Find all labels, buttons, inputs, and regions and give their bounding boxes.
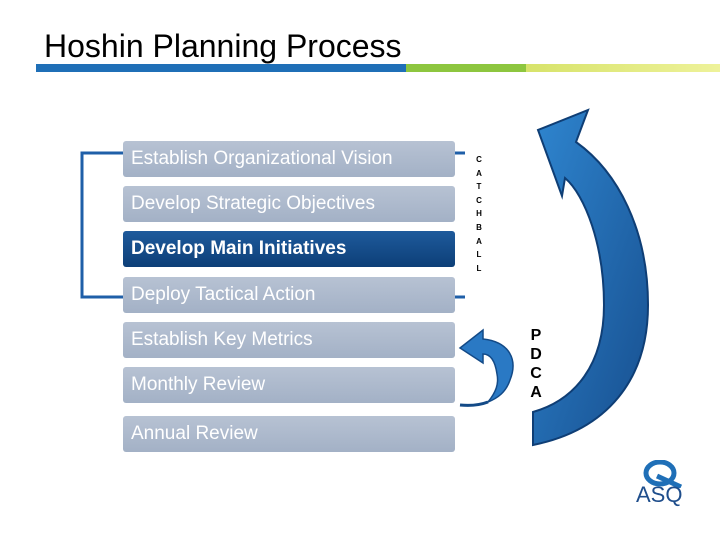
- step-establish-vision: Establish Organizational Vision: [123, 141, 455, 177]
- slide-title: Hoshin Planning Process: [44, 28, 402, 64]
- small-loop-arrow-icon: [458, 328, 514, 404]
- pdca-label: P D C A: [530, 327, 542, 401]
- asq-logo-icon: [643, 460, 683, 488]
- title-underline-green: [406, 64, 526, 72]
- title-underline-blue: [36, 64, 406, 72]
- title-underline-yellow: [526, 64, 720, 72]
- step-monthly-review: Monthly Review: [123, 367, 455, 403]
- catchball-label: C A T C H B A L L: [476, 155, 482, 273]
- catchball-bracket: [80, 151, 123, 299]
- step-main-initiatives: Develop Main Initiatives: [123, 231, 455, 267]
- pdca-cycle-arrow-icon: [532, 108, 650, 447]
- step-tactical-action: Deploy Tactical Action: [123, 277, 455, 313]
- step-key-metrics: Establish Key Metrics: [123, 322, 455, 358]
- step-strategic-objectives: Develop Strategic Objectives: [123, 186, 455, 222]
- catchball-right-bracket: [455, 151, 465, 299]
- asq-logo-text: ASQ: [636, 482, 683, 507]
- step-annual-review: Annual Review: [123, 416, 455, 452]
